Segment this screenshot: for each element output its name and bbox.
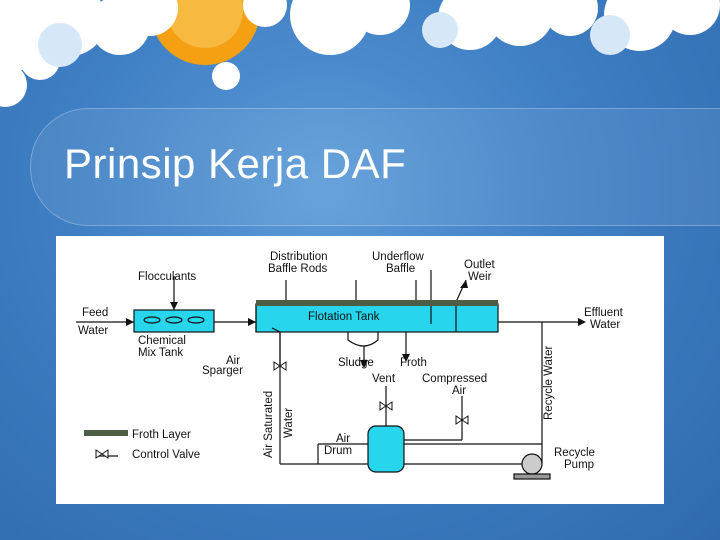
label-flocculants: Flocculants <box>138 271 196 283</box>
legend-froth-layer: Froth Layer <box>132 429 191 441</box>
label-flotation-tank: Flotation Tank <box>308 311 380 323</box>
vent-valve <box>379 401 393 411</box>
label-sparger: Sparger <box>202 365 243 377</box>
label-feed: Feed <box>82 307 108 319</box>
label-drum: Drum <box>324 445 352 457</box>
label-chemical: Chemical <box>138 335 186 347</box>
air-drum <box>367 425 405 473</box>
label-recycle-water: Recycle Water <box>543 345 555 420</box>
legend-control-valve: Control Valve <box>132 449 200 461</box>
label-underflow: Underflow <box>372 251 424 263</box>
froth-layer <box>256 300 498 306</box>
flotation-tank <box>255 303 499 333</box>
chemical-mix-tank <box>133 309 215 333</box>
label-compressed-air: Air <box>452 385 466 397</box>
label-effluent-water: Water <box>590 319 620 331</box>
label-air: Air <box>226 355 240 367</box>
label-air-saturated-water: Water <box>283 408 295 438</box>
label-vent: Vent <box>372 373 396 385</box>
label-air-saturated: Air Saturated <box>263 391 275 458</box>
label-pump: Pump <box>564 459 594 471</box>
label-froth: Froth <box>400 357 427 369</box>
legend-froth-swatch <box>84 430 128 436</box>
label-recycle: Recycle <box>554 447 595 459</box>
sparger-valve <box>273 361 287 371</box>
slide-title: Prinsip Kerja DAF <box>64 140 407 187</box>
title-band <box>30 108 720 226</box>
label-baffle: Baffle <box>386 263 415 275</box>
label-weir: Weir <box>468 271 492 283</box>
decorative-clouds <box>0 0 720 107</box>
label-air-drum: Air <box>336 433 350 445</box>
label-effluent: Effluent <box>584 307 624 319</box>
label-feed-water: Water <box>78 325 108 337</box>
daf-schematic: Flocculants Distribution Baffle Rods Und… <box>76 251 624 480</box>
label-mix-tank: Mix Tank <box>138 347 183 359</box>
recycle-pump <box>521 453 543 475</box>
legend-valve-icon <box>95 449 109 459</box>
daf-diagram: Flocculants Distribution Baffle Rods Und… <box>56 236 664 504</box>
label-compressed: Compressed <box>422 373 487 385</box>
label-outlet: Outlet <box>464 259 495 271</box>
label-distribution: Distribution <box>270 251 328 263</box>
label-sludge: Sludge <box>338 357 374 369</box>
label-baffle-rods: Baffle Rods <box>268 263 327 275</box>
air-valve <box>455 415 469 425</box>
